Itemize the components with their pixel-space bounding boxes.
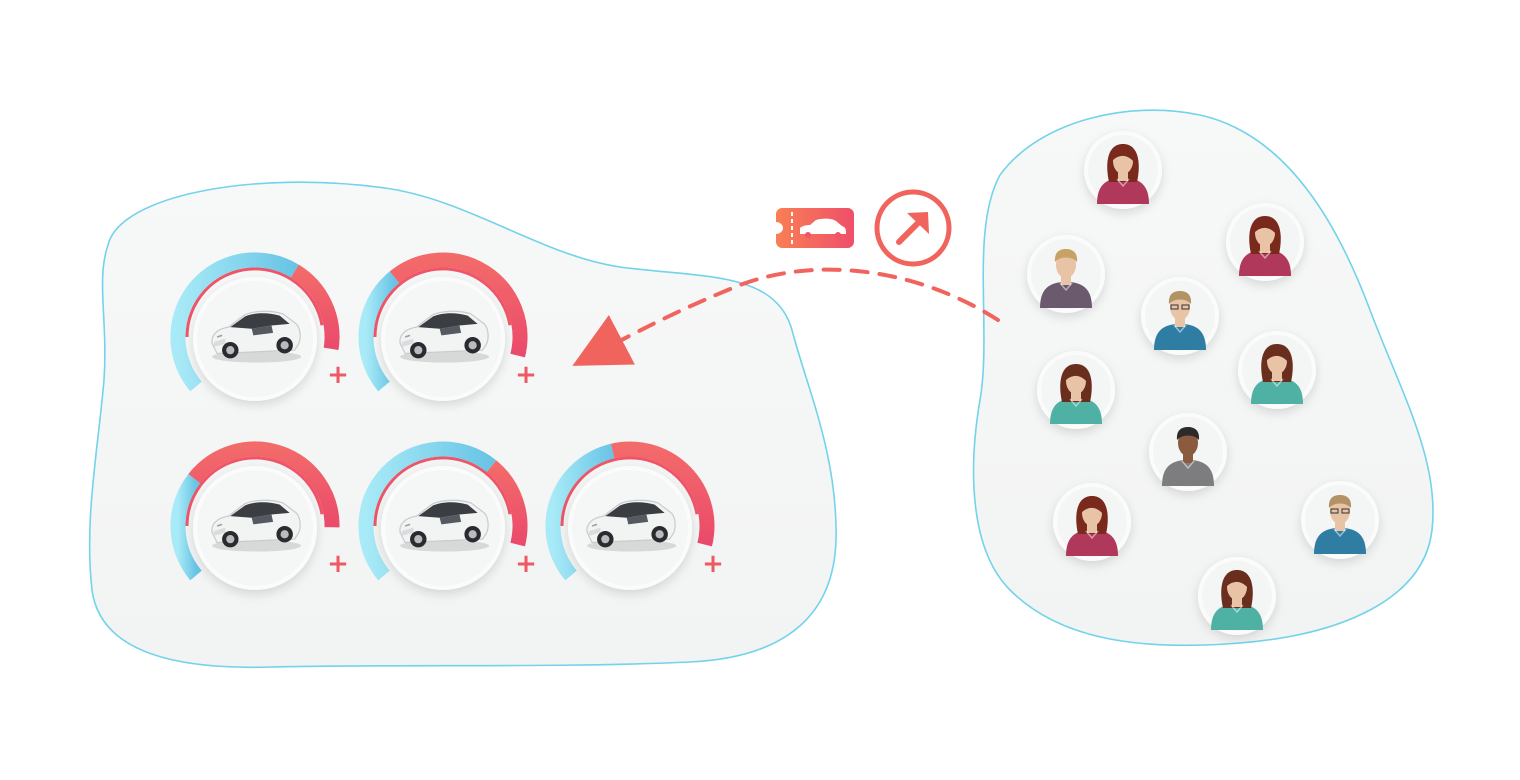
woman-avatar-icon — [1097, 144, 1149, 204]
person-avatar[interactable] — [1141, 277, 1219, 355]
man-glasses-avatar-icon — [1314, 495, 1366, 554]
person-avatar[interactable] — [1301, 481, 1379, 559]
demand-arc — [611, 441, 715, 547]
woman-avatar-icon — [1066, 496, 1118, 556]
progress-track — [560, 456, 699, 527]
woman-avatar-icon — [1251, 344, 1303, 404]
availability-arc — [358, 271, 400, 392]
car-card[interactable]: + — [170, 441, 349, 590]
demand-arc — [188, 441, 340, 528]
progress-track — [373, 267, 512, 338]
person-avatar[interactable] — [1053, 483, 1131, 561]
availability-arc — [358, 441, 497, 581]
car-card[interactable]: + — [358, 441, 537, 590]
demand-arc — [290, 264, 340, 350]
man-avatar-icon — [1040, 249, 1092, 308]
add-car-button[interactable]: + — [515, 549, 537, 579]
add-car-button[interactable]: + — [515, 360, 537, 390]
woman-avatar-icon — [1050, 364, 1102, 424]
person-avatar[interactable] — [1037, 351, 1115, 429]
person-avatar[interactable] — [1238, 331, 1316, 409]
car-fleet: + + + + + — [170, 252, 724, 590]
north-east-arrow-icon — [874, 189, 952, 267]
woman-avatar-icon — [1239, 216, 1291, 276]
person-avatar[interactable] — [1027, 235, 1105, 313]
progress-track — [185, 267, 324, 338]
car-card[interactable]: + — [545, 441, 724, 590]
man-avatar-icon — [1162, 427, 1214, 486]
person-avatar[interactable] — [1084, 131, 1162, 209]
availability-arc — [545, 443, 615, 581]
progress-track — [185, 456, 324, 527]
man-glasses-avatar-icon — [1154, 291, 1206, 350]
request-flow-arrow — [572, 267, 1000, 366]
people-pool — [1027, 131, 1379, 635]
person-avatar[interactable] — [1198, 557, 1276, 635]
demand-arc — [486, 460, 528, 547]
availability-arc — [170, 252, 299, 392]
person-avatar[interactable] — [1226, 203, 1304, 281]
add-car-button[interactable]: + — [702, 549, 724, 579]
add-car-button[interactable]: + — [327, 360, 349, 390]
car-ticket-icon — [776, 208, 854, 248]
progress-track — [373, 456, 512, 527]
demand-arc — [389, 252, 528, 358]
person-avatar[interactable] — [1149, 413, 1227, 491]
add-car-button[interactable]: + — [327, 549, 349, 579]
availability-arc — [170, 473, 202, 581]
car-card[interactable]: + — [170, 252, 349, 401]
woman-avatar-icon — [1211, 570, 1263, 630]
car-card[interactable]: + — [358, 252, 537, 401]
